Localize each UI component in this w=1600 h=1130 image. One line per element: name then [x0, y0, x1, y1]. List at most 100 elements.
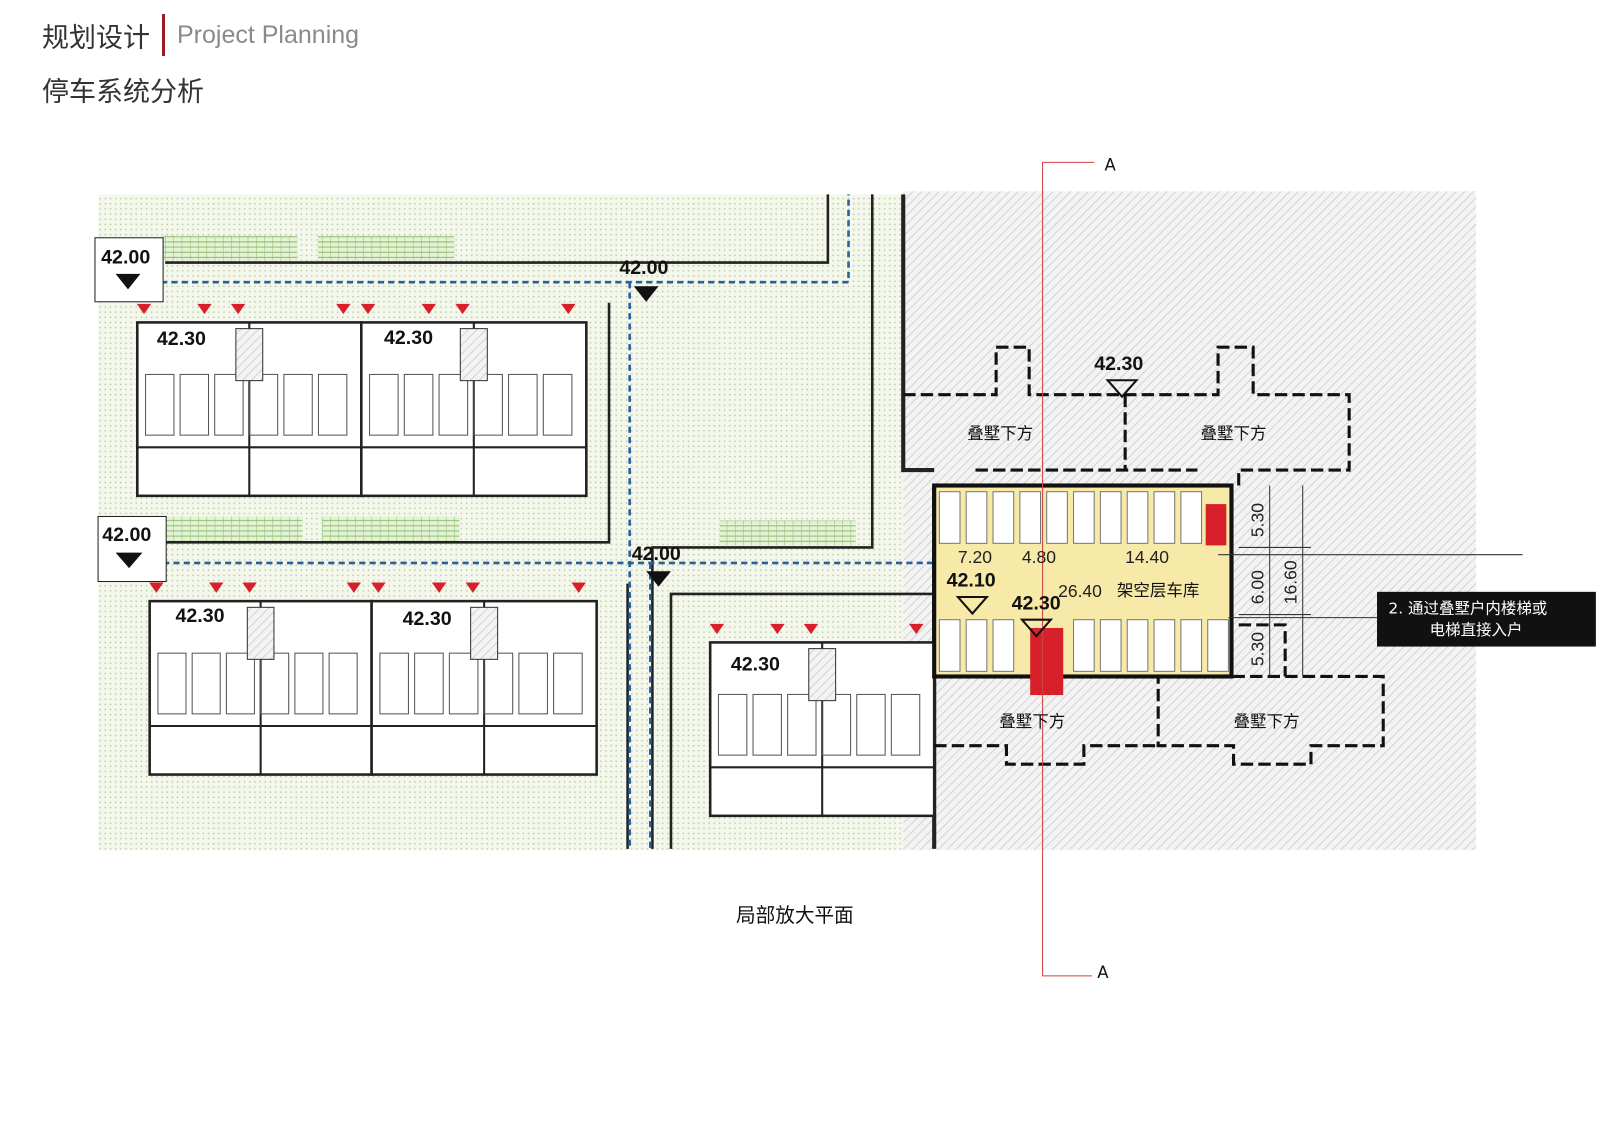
svg-text:42.30: 42.30 [1094, 353, 1143, 375]
parking-stall-car [992, 491, 1015, 544]
elevation-markers: 42.00 42.00 42.00 42.00 42.30 42.30 42.3… [94, 237, 1143, 675]
parking-stall-car [938, 619, 961, 672]
room-furniture [260, 652, 290, 715]
villa-footprints-dashed [903, 345, 1385, 766]
room-furniture [553, 652, 583, 715]
room-furniture [179, 373, 210, 436]
parking-stall-car [1180, 619, 1203, 672]
entry-marker-icon [571, 582, 586, 593]
room-furniture [328, 652, 358, 715]
callout-line2: 电梯直接入户 [1430, 621, 1523, 639]
section-title: 停车系统分析 [42, 77, 204, 108]
svg-text:42.30: 42.30 [157, 328, 206, 350]
parking-stalls [938, 491, 1229, 672]
svg-text:42.30: 42.30 [731, 653, 780, 675]
dim-16-60: 16.60 [1281, 560, 1301, 604]
stair [235, 328, 264, 382]
svg-text:42.30: 42.30 [403, 608, 452, 630]
entry-marker-icon [421, 303, 437, 315]
section-line [1042, 161, 1095, 977]
room-furniture [283, 373, 313, 436]
room-furniture [508, 373, 538, 436]
room-furniture [214, 373, 244, 436]
entry-marker-icon [909, 623, 924, 635]
header-divider [162, 14, 165, 56]
entry-marker-icon [431, 582, 447, 593]
room-furniture [317, 373, 348, 436]
room-furniture [473, 373, 503, 436]
entry-marker-icon [242, 582, 257, 593]
entry-marker-icon [561, 303, 576, 315]
under-villa-label: 叠墅下方 [999, 712, 1065, 731]
room-furniture [821, 693, 852, 756]
villa-units [136, 303, 936, 818]
svg-text:42.00: 42.00 [102, 524, 151, 546]
entry-marker-icon [709, 623, 725, 635]
parking-stall-car [1073, 619, 1095, 672]
entry-marker-icon [455, 303, 470, 315]
room-furniture [294, 652, 324, 715]
room-furniture [191, 652, 221, 715]
parking-stall-car [1153, 491, 1176, 544]
entry-marker-icon [336, 303, 351, 315]
room-furniture [414, 652, 444, 715]
dim-5-30: 5.30 [1247, 503, 1267, 537]
header-title-en: Project Planning [177, 20, 360, 49]
stair [246, 606, 275, 660]
core-red [1030, 627, 1064, 696]
entry-marker-icon [136, 303, 152, 315]
parking-stall-car [1126, 619, 1149, 672]
entry-marker-icon [346, 582, 362, 593]
dim-4-80: 4.80 [1022, 547, 1056, 567]
room-furniture [438, 373, 469, 436]
under-villa-label: 叠墅下方 [1201, 424, 1267, 443]
room-furniture [717, 693, 748, 756]
room-furniture [403, 373, 434, 436]
room-furniture [856, 693, 886, 756]
parking-stall-car [1153, 619, 1176, 672]
parking-stall-car [1180, 491, 1203, 544]
entry-marker-icon [803, 623, 819, 635]
parking-stall-car [1126, 491, 1149, 544]
lawn-strips [163, 235, 856, 546]
parking-stall-car [938, 491, 961, 544]
svg-text:42.00: 42.00 [632, 543, 681, 565]
room-furniture [369, 373, 399, 436]
room-furniture [787, 693, 817, 756]
room-furniture [448, 652, 479, 715]
parking-stall-car [965, 491, 988, 544]
room-furniture [483, 652, 514, 715]
room-furniture [752, 693, 782, 756]
stair [470, 606, 499, 660]
parking-stall-car [965, 619, 988, 672]
svg-text:42.30: 42.30 [1012, 592, 1061, 614]
core-red [1205, 504, 1227, 546]
stair [459, 328, 488, 382]
parking-stall-car [1207, 619, 1229, 672]
dim-14-40: 14.40 [1125, 547, 1169, 567]
parking-stall-car [1099, 619, 1122, 672]
dim-5-30b: 5.30 [1247, 632, 1267, 666]
svg-text:42.00: 42.00 [619, 257, 668, 279]
entry-marker-icon [197, 303, 212, 315]
room-furniture [157, 652, 187, 715]
room-furniture [890, 693, 921, 756]
room-furniture [145, 373, 175, 436]
entry-marker-icon [360, 303, 376, 315]
parking-stall-car [992, 619, 1015, 672]
under-villa-label: 叠墅下方 [967, 424, 1033, 443]
dim-6-00: 6.00 [1247, 570, 1267, 604]
svg-text:42.10: 42.10 [947, 570, 996, 592]
garage-label: 架空层车库 [1117, 581, 1200, 600]
room-furniture [542, 373, 573, 436]
callout-box [1377, 591, 1596, 647]
entry-marker-icon [149, 582, 164, 593]
under-villa-label: 叠墅下方 [1234, 712, 1300, 731]
parking-stall-car [1099, 491, 1122, 544]
room-furniture [225, 652, 255, 715]
entry-marker-icon [230, 303, 246, 315]
entry-marker-icon [465, 582, 481, 593]
dimension-lines [1218, 485, 1523, 677]
room-furniture [248, 373, 279, 436]
